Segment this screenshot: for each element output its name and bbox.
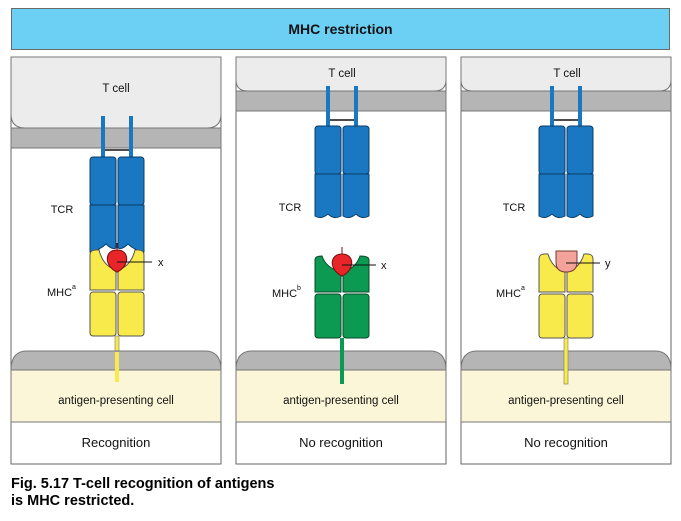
panel-no-recognition-antigen-y: T cell TCR y MHC a antigen-presenting ce… [460,56,672,465]
t-cell-membrane [235,90,447,112]
mhc-molecule [538,253,594,339]
mhc-anchor [563,337,569,385]
caption-line-1: Fig. 5.17 T-cell recognition of antigens [11,476,275,492]
result-label: Recognition [82,435,151,450]
panel-recognition: T cell TCR x MHC a antigen-present [10,56,222,465]
antigen-x [331,247,353,277]
tcr-stalk-right [578,86,582,128]
antigen-x [106,243,128,273]
mhc-superscript: a [521,285,525,292]
mhc-molecule [89,249,145,337]
tcr-label: TCR [51,204,74,216]
tcr-stalk-left [326,86,330,128]
t-cell-label: T cell [102,83,129,95]
result-label: No recognition [299,435,383,450]
apc-label: antigen-presenting cell [508,395,624,407]
antigen-label: x [158,257,164,269]
mhc-superscript: a [72,284,76,291]
tcr-stalk-left [101,116,105,158]
apc-label: antigen-presenting cell [283,395,399,407]
tcr-receptor [314,125,370,219]
mhc-label: MHC [496,288,521,300]
t-cell-label: T cell [328,68,355,80]
t-cell-label: T cell [553,68,580,80]
mhc-superscript: b [297,285,301,292]
panel-no-recognition-mhc-b: T cell TCR x MHC b antigen-presenting ce… [235,56,447,465]
t-cell-membrane [10,127,222,149]
mhc-anchor [340,338,344,384]
tcr-label: TCR [503,202,526,214]
result-label: No recognition [524,435,608,450]
tcr-label: TCR [279,202,302,214]
figure-caption: Fig. 5.17 T-cell recognition of antigens… [11,476,274,510]
caption-line-2: is MHC restricted. [11,493,135,509]
antigen-y [555,250,578,273]
tcr-stalk-left [550,86,554,128]
tcr-receptor [538,125,594,219]
title-banner: MHC restriction [11,8,670,50]
tcr-stalk-right [354,86,358,128]
diagram-title: MHC restriction [288,21,393,37]
t-cell-membrane [460,90,672,112]
mhc-anchor-through [115,352,119,382]
tcr-stalk-right [129,116,133,158]
antigen-label: y [605,258,611,270]
mhc-label: MHC [47,287,72,299]
apc-label: antigen-presenting cell [58,395,174,407]
mhc-label: MHC [272,288,297,300]
antigen-label: x [381,260,387,272]
